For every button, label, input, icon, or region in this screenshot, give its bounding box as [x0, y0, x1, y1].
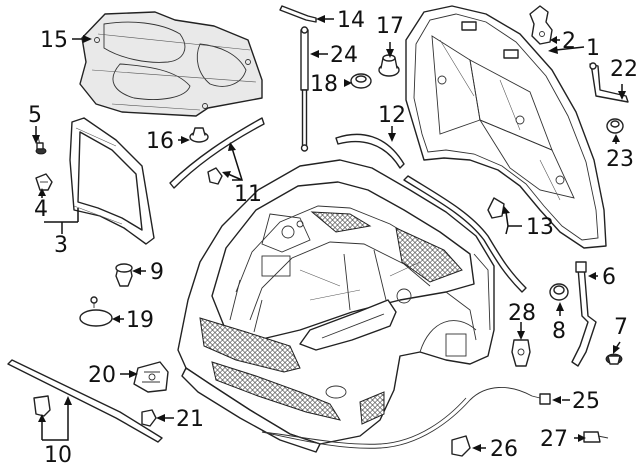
callout-20: 20 — [88, 363, 116, 388]
callout-22: 22 — [610, 57, 638, 82]
callout-1: 1 — [586, 36, 600, 61]
callout-18: 18 — [310, 72, 338, 97]
hose-part-22 — [589, 62, 629, 103]
callout-15: 15 — [40, 28, 68, 53]
weatherstrip-part-11 — [169, 117, 265, 189]
hood-part-1 — [405, 5, 607, 249]
hinge-part-2 — [529, 5, 553, 45]
seal-strip-part-12 — [335, 133, 405, 169]
clip-part-9 — [115, 263, 133, 287]
release-cable-part-25 — [261, 387, 551, 449]
callout-17: 17 — [376, 14, 404, 39]
callout-2: 2 — [562, 29, 576, 54]
seal-strip-part-10 — [7, 359, 163, 443]
callout-6: 6 — [602, 265, 616, 290]
grommet-part-8 — [549, 283, 569, 301]
callout-5: 5 — [28, 103, 42, 128]
gas-strut-part-24 — [300, 26, 309, 152]
callout-11: 11 — [234, 182, 262, 207]
weatherstrip-part-13 — [403, 175, 527, 293]
clip-part-4 — [35, 173, 53, 191]
buffer-part-19 — [79, 296, 113, 327]
stop-part-23 — [606, 118, 624, 134]
callout-28: 28 — [508, 301, 536, 326]
seal-frame-part-3 — [69, 117, 155, 245]
grommet-part-16 — [189, 127, 209, 143]
release-rod-part-6 — [571, 261, 597, 367]
callout-13: 13 — [526, 215, 554, 240]
callout-7: 7 — [614, 315, 628, 340]
prop-rod-part-14 — [279, 5, 317, 23]
callout-labels: 15 14 17 24 18 2 1 22 5 16 12 23 11 4 13… — [28, 8, 638, 468]
bumper-part-18 — [350, 73, 372, 89]
callout-26: 26 — [490, 437, 518, 462]
nut-part-21 — [141, 409, 157, 427]
latch-assembly-part-20 — [133, 361, 169, 393]
clip-part-11 — [207, 167, 223, 185]
callout-21: 21 — [176, 407, 204, 432]
callout-25: 25 — [572, 389, 600, 414]
hood-insulator-part-15 — [79, 11, 263, 117]
callout-19: 19 — [126, 308, 154, 333]
screw-part-27 — [583, 431, 609, 443]
callout-8: 8 — [552, 319, 566, 344]
callout-24: 24 — [330, 43, 358, 68]
callout-12: 12 — [378, 103, 406, 128]
callout-23: 23 — [606, 147, 634, 172]
bumper-part-17 — [378, 54, 400, 77]
callout-27: 27 — [540, 427, 568, 452]
clip-part-13 — [487, 197, 505, 219]
callout-16: 16 — [146, 129, 174, 154]
callout-10: 10 — [44, 443, 72, 468]
clip-part-26 — [451, 435, 471, 457]
callout-9: 9 — [150, 260, 164, 285]
callout-4: 4 — [34, 197, 48, 222]
latch-part-28 — [511, 339, 531, 367]
clip-part-10 — [33, 395, 51, 417]
leader-lines — [32, 15, 626, 452]
callout-14: 14 — [337, 8, 365, 33]
bolt-part-7 — [605, 353, 623, 365]
callout-3: 3 — [54, 233, 68, 258]
